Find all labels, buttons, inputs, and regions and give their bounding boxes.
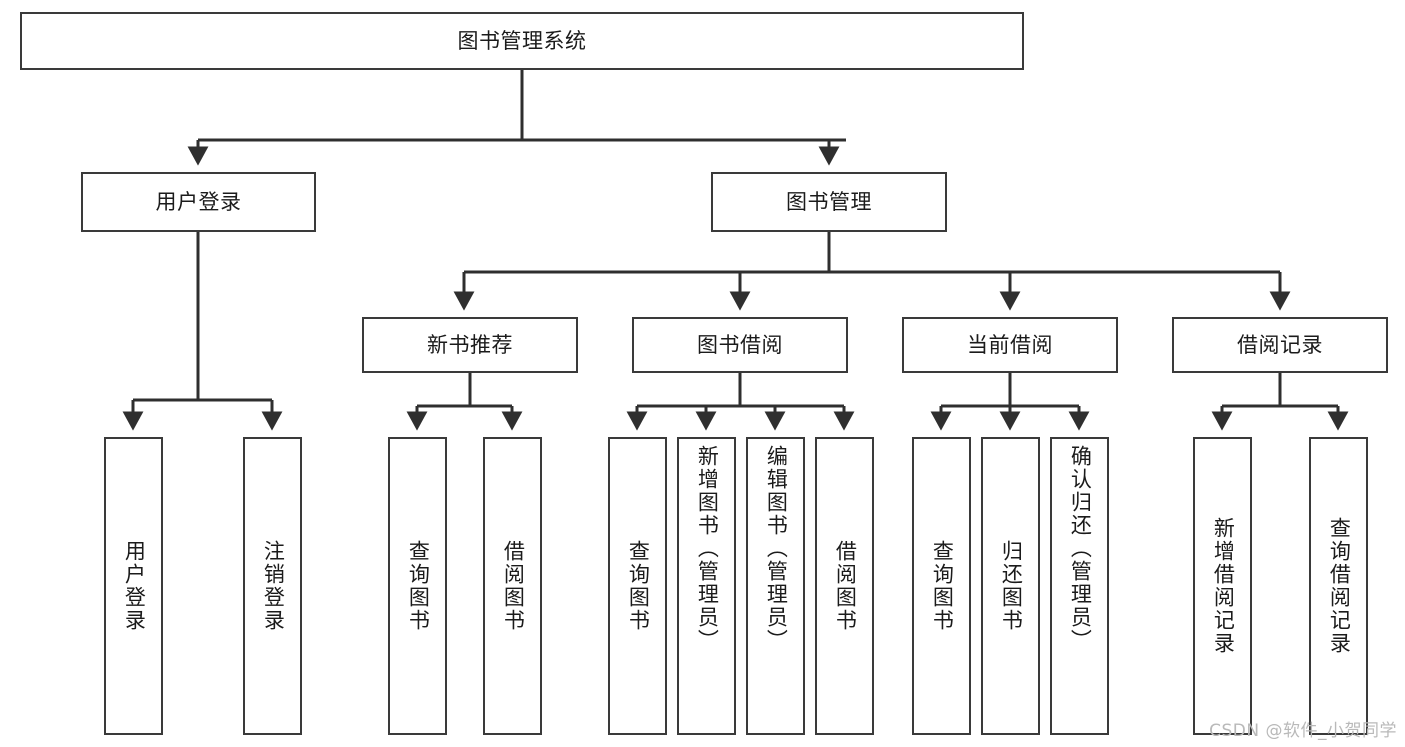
leaf-edit-book-admin[interactable]: 编辑图书（管理员） [746, 437, 805, 735]
node-label: 确认归还（管理员） [1068, 445, 1093, 652]
node-label: 当前借阅 [967, 332, 1053, 357]
leaf-borrow-book-recommend[interactable]: 借阅图书 [483, 437, 542, 735]
node-label: 查询借阅记录 [1327, 517, 1352, 655]
node-user-login[interactable]: 用户登录 [81, 172, 316, 232]
leaf-user-login[interactable]: 用户登录 [104, 437, 163, 735]
leaf-return-book[interactable]: 归还图书 [981, 437, 1040, 735]
node-label: 图书借阅 [697, 332, 783, 357]
node-label: 新书推荐 [427, 332, 513, 357]
node-book-borrow[interactable]: 图书借阅 [632, 317, 848, 373]
node-label: 新增借阅记录 [1211, 517, 1236, 655]
node-label: 图书管理 [786, 189, 872, 214]
node-label: 借阅图书 [833, 540, 858, 632]
node-root-book-management-system[interactable]: 图书管理系统 [20, 12, 1024, 70]
node-label: 新增图书（管理员） [695, 445, 720, 652]
node-label: 注销登录 [261, 540, 286, 632]
leaf-add-borrow-record[interactable]: 新增借阅记录 [1193, 437, 1252, 735]
node-label: 查询图书 [930, 540, 955, 632]
node-new-book-recommend[interactable]: 新书推荐 [362, 317, 578, 373]
leaf-query-book-current[interactable]: 查询图书 [912, 437, 971, 735]
node-label: 借阅记录 [1237, 332, 1323, 357]
node-label: 归还图书 [999, 540, 1024, 632]
node-label: 图书管理系统 [457, 28, 587, 53]
node-label: 用户登录 [155, 189, 242, 214]
node-label: 用户登录 [122, 540, 147, 632]
csdn-watermark: CSDN @软件_小贺同学 [1209, 721, 1397, 741]
node-label: 查询图书 [626, 540, 651, 632]
node-label: 借阅图书 [501, 540, 526, 632]
leaf-add-book-admin[interactable]: 新增图书（管理员） [677, 437, 736, 735]
leaf-query-book-recommend[interactable]: 查询图书 [388, 437, 447, 735]
leaf-logout-login[interactable]: 注销登录 [243, 437, 302, 735]
leaf-query-borrow-record[interactable]: 查询借阅记录 [1309, 437, 1368, 735]
node-book-manage[interactable]: 图书管理 [711, 172, 947, 232]
node-borrow-record[interactable]: 借阅记录 [1172, 317, 1388, 373]
leaf-query-book-borrow[interactable]: 查询图书 [608, 437, 667, 735]
node-label: 编辑图书（管理员） [764, 445, 789, 652]
leaf-borrow-book-borrow[interactable]: 借阅图书 [815, 437, 874, 735]
node-label: 查询图书 [406, 540, 431, 632]
node-current-borrow[interactable]: 当前借阅 [902, 317, 1118, 373]
leaf-confirm-return-admin[interactable]: 确认归还（管理员） [1050, 437, 1109, 735]
